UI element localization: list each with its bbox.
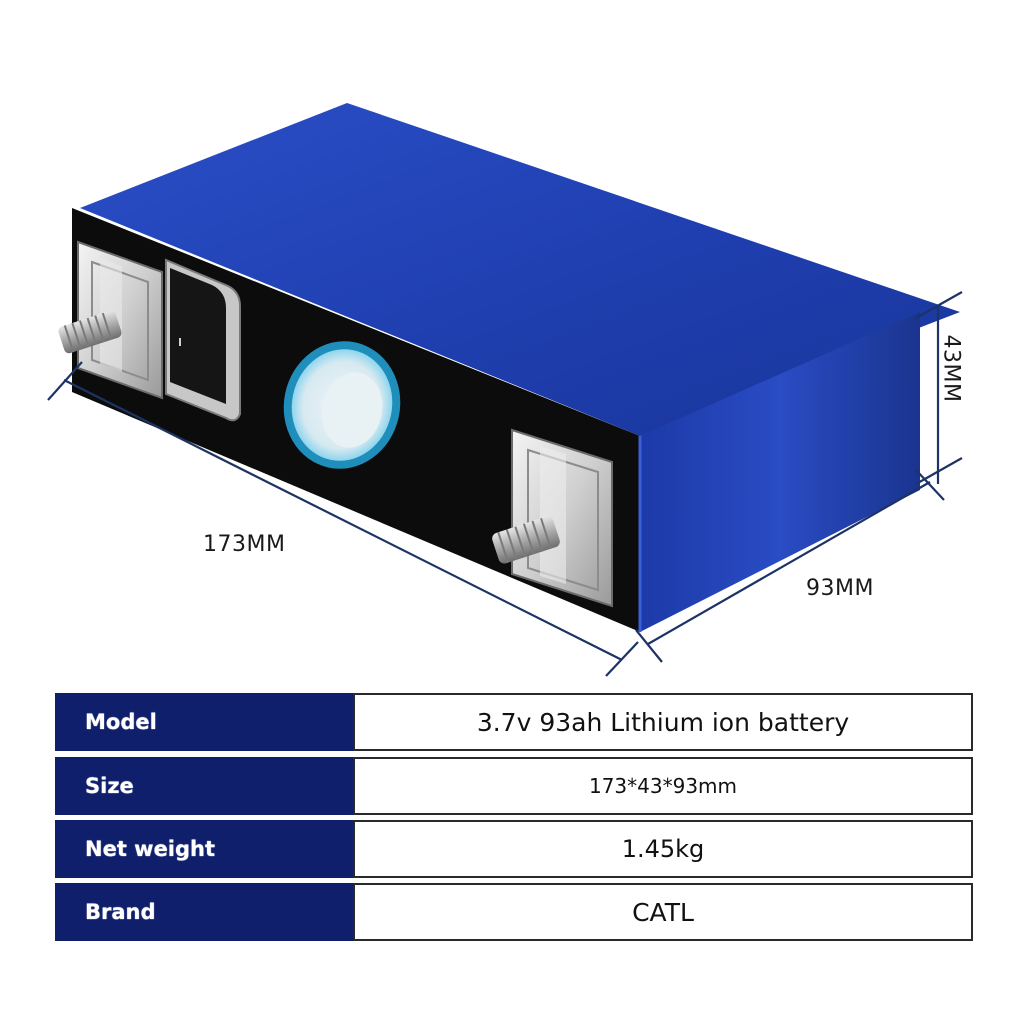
spec-value-brand: CATL — [353, 883, 973, 941]
spec-label-brand: Brand — [55, 883, 353, 941]
spec-value-net-weight: 1.45kg — [353, 820, 973, 878]
height-dimension-line — [915, 291, 963, 485]
spec-row-size: Size 173*43*93mm — [55, 757, 973, 815]
spec-row-brand: Brand CATL — [55, 883, 973, 941]
spec-label-size: Size — [55, 757, 353, 815]
insulating-cap — [165, 258, 241, 422]
battery-illustration — [47, 103, 963, 677]
length-dimension-line — [47, 361, 639, 677]
positive-bolt-icon — [492, 516, 560, 564]
spec-row-net-weight: Net weight 1.45kg — [55, 820, 973, 878]
positive-terminal — [511, 428, 613, 608]
spec-label-net-weight: Net weight — [55, 820, 353, 878]
battery-product-photo: 173MM 93MM 43MM — [47, 103, 964, 677]
battery-side-face — [640, 312, 920, 632]
spec-label-model: Model — [55, 693, 353, 751]
width-dimension-line — [635, 469, 945, 663]
battery-top-face — [80, 103, 960, 436]
spec-value-model: 3.7v 93ah Lithium ion battery — [353, 693, 973, 751]
negative-bolt-icon — [58, 310, 122, 354]
width-dimension-label: 93MM — [806, 576, 874, 601]
spec-row-model: Model 3.7v 93ah Lithium ion battery — [55, 693, 973, 751]
height-dimension-label: 43MM — [938, 334, 964, 403]
safety-vent-icon — [283, 341, 401, 469]
spec-value-size: 173*43*93mm — [353, 757, 973, 815]
length-dimension-label: 173MM — [203, 532, 286, 557]
